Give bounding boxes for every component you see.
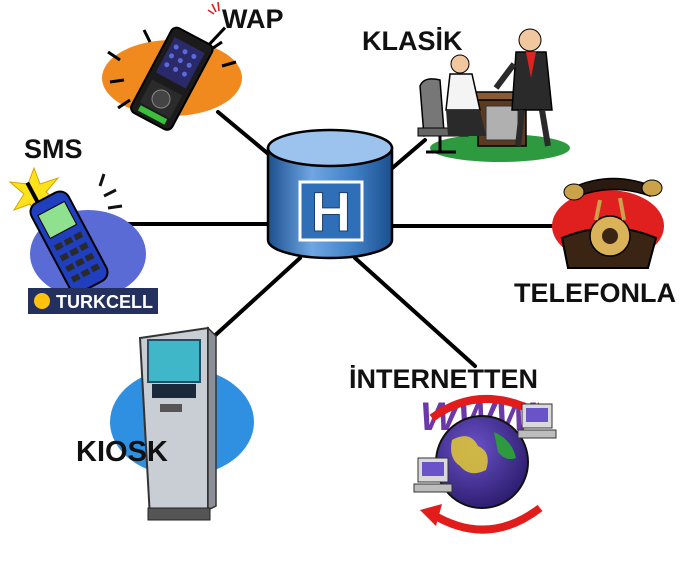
label-sms: SMS xyxy=(24,134,83,164)
internet-arrow-bottom xyxy=(429,504,543,534)
label-klasik: KLASİK xyxy=(362,26,463,56)
wap-signal-icon xyxy=(207,1,220,15)
line-internetten xyxy=(353,256,477,368)
computer-icon-right xyxy=(517,403,557,439)
label-kiosk: KIOSK xyxy=(76,436,168,468)
label-internetten: İNTERNETTEN xyxy=(349,364,538,394)
label-telefonla: TELEFONLA xyxy=(514,278,676,308)
telefon-phone-illustration xyxy=(552,177,664,269)
connection-lines xyxy=(103,110,562,368)
wap-phone-illustration xyxy=(102,1,242,131)
label-wap: WAP xyxy=(222,4,284,34)
line-klasik xyxy=(388,138,427,172)
internet-globe-illustration: WWW xyxy=(413,395,557,534)
hub-database: H xyxy=(266,128,394,260)
hub-h-symbol: H xyxy=(311,180,351,243)
kiosk-screen xyxy=(147,339,201,383)
turkcell-label: TURKCELL xyxy=(56,292,153,312)
kiosk-illustration xyxy=(110,326,254,521)
hub-h-box xyxy=(298,180,364,242)
turkcell-logo-icon xyxy=(34,293,50,309)
klasik-office-illustration xyxy=(417,28,570,162)
computer-icon-left xyxy=(413,457,453,493)
sms-phone-illustration: TURKCELL xyxy=(8,166,158,314)
klasik-floor xyxy=(430,134,570,162)
line-kiosk xyxy=(208,256,302,342)
